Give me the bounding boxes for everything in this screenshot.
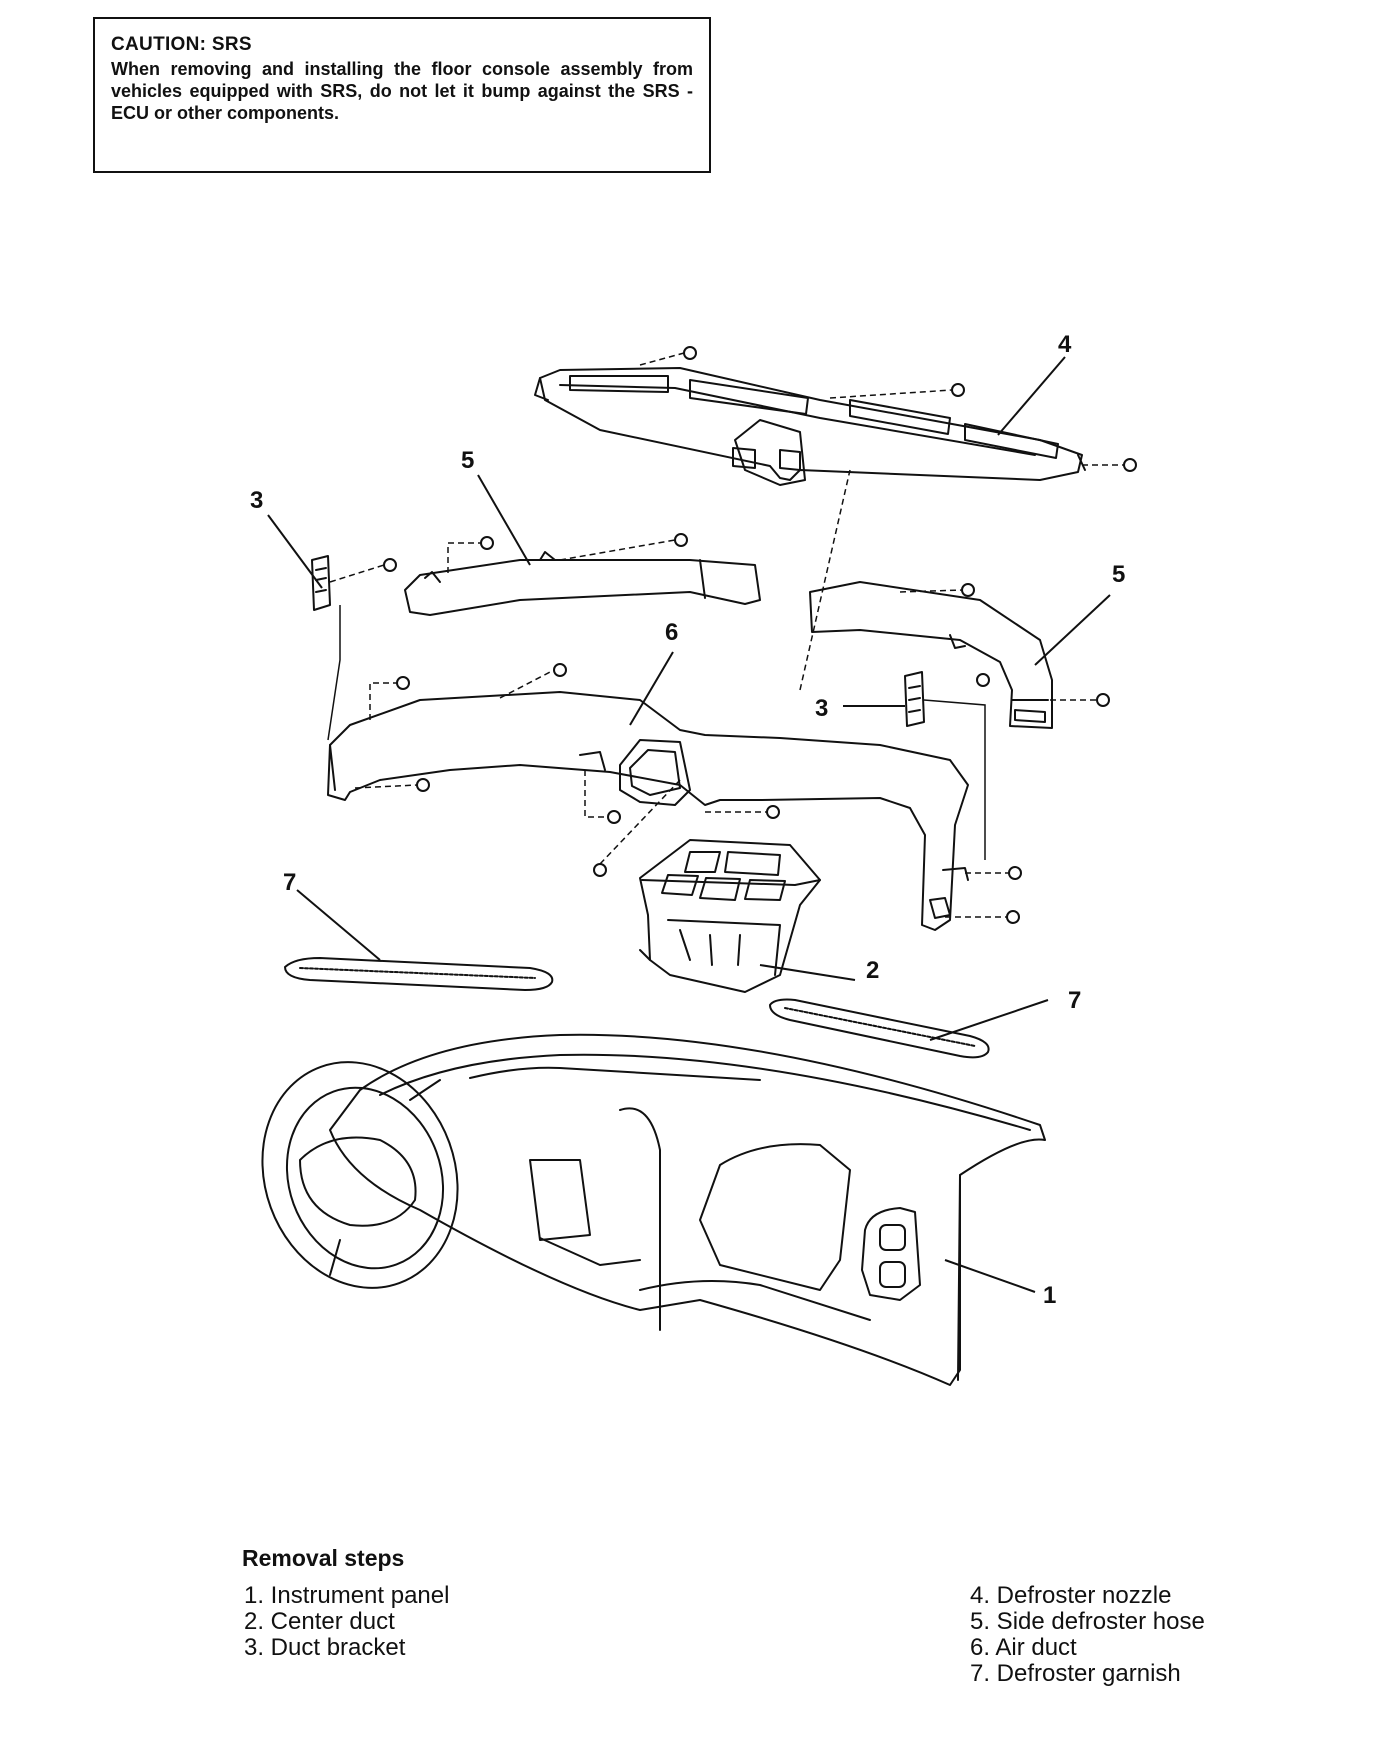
callout-3-left: 3 bbox=[250, 487, 263, 514]
callout-5-left: 5 bbox=[461, 447, 474, 474]
screw-icon bbox=[1096, 693, 1110, 707]
callout-6: 6 bbox=[665, 619, 678, 646]
defroster-garnish-right-part bbox=[769, 998, 990, 1059]
screw-icon bbox=[683, 346, 697, 360]
list-item: 6. Air duct bbox=[970, 1634, 1077, 1661]
air-duct-part bbox=[327, 691, 969, 931]
list-item: 4. Defroster nozzle bbox=[970, 1582, 1172, 1609]
screw-icon bbox=[961, 583, 975, 597]
duct-bracket-left-part bbox=[311, 555, 331, 611]
guide-lines bbox=[329, 352, 1124, 918]
screws-group bbox=[383, 346, 1137, 924]
side-defroster-hose-right-part bbox=[809, 581, 1053, 729]
center-duct-part bbox=[639, 839, 821, 993]
caution-title: CAUTION: SRS bbox=[111, 34, 252, 55]
screw-icon bbox=[976, 673, 990, 687]
callout-7-left: 7 bbox=[283, 869, 296, 896]
screw-icon bbox=[1123, 458, 1137, 472]
leader-lines bbox=[267, 356, 1111, 1293]
duct-bracket-right-part bbox=[904, 671, 925, 727]
list-item: 2. Center duct bbox=[244, 1608, 395, 1635]
screw-icon bbox=[383, 558, 397, 572]
screw-icon bbox=[1006, 910, 1020, 924]
caution-text: When removing and installing the floor c… bbox=[111, 59, 693, 123]
callout-1: 1 bbox=[1043, 1282, 1056, 1309]
defroster-nozzle-part bbox=[534, 367, 1086, 486]
instrument-panel-part bbox=[261, 1033, 1046, 1386]
screw-icon bbox=[674, 533, 688, 547]
screw-icon bbox=[480, 536, 494, 550]
callout-4: 4 bbox=[1058, 331, 1072, 358]
list-item: 1. Instrument panel bbox=[244, 1582, 450, 1609]
side-defroster-hose-left-part bbox=[404, 551, 761, 616]
callout-5-right: 5 bbox=[1112, 561, 1125, 588]
screw-icon bbox=[1008, 866, 1022, 880]
callout-2: 2 bbox=[866, 957, 879, 984]
callout-7-right: 7 bbox=[1068, 987, 1081, 1014]
screw-icon bbox=[416, 778, 430, 792]
removal-steps-right: 4. Defroster nozzle 5. Side defroster ho… bbox=[970, 1583, 1205, 1687]
list-item: 3. Duct bracket bbox=[244, 1634, 406, 1661]
screw-icon bbox=[396, 676, 410, 690]
screw-icon bbox=[607, 810, 621, 824]
removal-steps-left: 1. Instrument panel 2. Center duct 3. Du… bbox=[244, 1583, 449, 1661]
bracket-lines bbox=[327, 605, 986, 860]
screw-icon bbox=[593, 863, 607, 877]
screw-icon bbox=[553, 663, 567, 677]
list-item: 7. Defroster garnish bbox=[970, 1660, 1181, 1687]
screw-icon bbox=[766, 805, 780, 819]
list-item: 5. Side defroster hose bbox=[970, 1608, 1205, 1635]
callout-3-right: 3 bbox=[815, 695, 828, 722]
removal-steps-heading: Removal steps bbox=[242, 1545, 405, 1571]
defroster-garnish-left-part bbox=[284, 957, 554, 991]
screw-icon bbox=[951, 383, 965, 397]
caution-box: CAUTION: SRS When removing and installin… bbox=[93, 17, 711, 173]
